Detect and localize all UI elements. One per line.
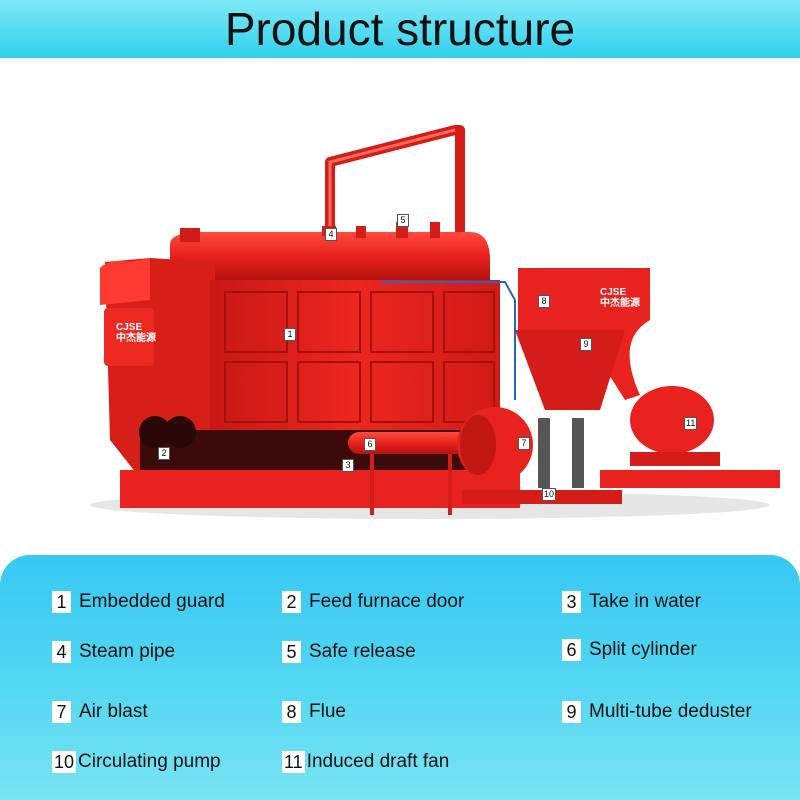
legend-item-4: 4 Steam pipe: [52, 639, 175, 665]
legend-item-9: 9 Multi-tube deduster: [562, 699, 752, 725]
callout-4: 4: [325, 228, 337, 241]
legend-number: 4: [52, 641, 71, 663]
legend-panel: [0, 555, 800, 800]
legend-label: Induced draft fan: [306, 751, 450, 772]
callout-8: 8: [538, 295, 550, 308]
boiler-body: [210, 280, 500, 435]
legend-label: Steam pipe: [79, 641, 176, 662]
legend-number: 9: [562, 701, 581, 723]
legend-item-5: 5 Safe release: [282, 639, 416, 665]
callout-2: 2: [158, 447, 170, 460]
legend-number: 8: [282, 701, 301, 723]
legend-item-3: 3 Take in water: [562, 589, 701, 615]
callout-7: 7: [518, 437, 530, 450]
split-cylinder: [348, 432, 470, 454]
induced-draft-fan: [630, 386, 714, 454]
callout-5: 5: [397, 214, 409, 227]
legend-label: Split cylinder: [589, 639, 697, 660]
callout-11: 11: [684, 417, 698, 430]
title-banner: [0, 0, 800, 58]
legend-label: Circulating pump: [78, 751, 221, 772]
legend-number: 3: [562, 591, 581, 613]
legend-label: Flue: [309, 701, 346, 722]
callout-9: 9: [580, 338, 592, 351]
legend-item-8: 8 Flue: [282, 699, 346, 725]
legend-number: 6: [562, 639, 581, 661]
callout-3: 3: [342, 459, 354, 472]
callout-10: 10: [542, 488, 557, 501]
callout-1: 1: [284, 328, 296, 341]
boiler-illustration: [90, 125, 780, 519]
legend-label: Multi-tube deduster: [589, 701, 752, 722]
legend-number: 2: [282, 591, 301, 613]
legend-number: 7: [52, 701, 71, 723]
legend-label: Take in water: [589, 591, 701, 612]
legend-item-2: 2 Feed furnace door: [282, 589, 464, 615]
legend-number: 1: [52, 591, 71, 613]
legend-label: Air blast: [79, 701, 148, 722]
legend-number: 10: [52, 751, 77, 773]
legend-label: Feed furnace door: [309, 591, 465, 612]
legend-item-6: 6 Split cylinder: [562, 637, 697, 663]
boiler-drum: [170, 232, 490, 280]
callout-6: 6: [364, 438, 376, 451]
legend-item-7: 7 Air blast: [52, 699, 148, 725]
legend-number: 5: [282, 641, 301, 663]
page-title: Product structure: [224, 3, 576, 55]
legend-item-1: 1 Embedded guard: [52, 589, 225, 615]
legend-number: 11: [282, 751, 305, 773]
legend-label: Embedded guard: [79, 591, 225, 612]
legend-label: Safe release: [309, 641, 416, 662]
